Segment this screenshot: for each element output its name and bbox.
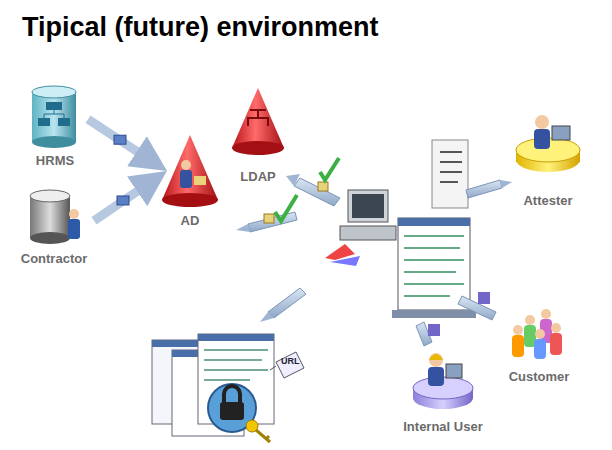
- node-label: Contractor: [21, 251, 87, 266]
- node-label: Internal User: [403, 419, 482, 434]
- node-label: LDAP: [240, 169, 275, 184]
- flow-arrow: [94, 181, 152, 221]
- icon-node: AD: [156, 130, 224, 228]
- icon-node: LDAP: [226, 84, 290, 184]
- icon-node: Internal User: [388, 348, 498, 434]
- diagram-title: Tipical (future) environment: [22, 12, 379, 43]
- icon-node: Contractor: [14, 188, 94, 266]
- data-card: [114, 135, 126, 144]
- node-label: Attester: [523, 193, 572, 208]
- url-tag-label: URL: [281, 356, 300, 366]
- icon-node: HRMS: [22, 84, 88, 168]
- flow-arrow: [88, 119, 152, 161]
- icon-node: Attester: [506, 108, 590, 208]
- node-label: AD: [181, 213, 200, 228]
- node-label: Customer: [509, 369, 570, 384]
- icon-node: Customer: [496, 306, 582, 384]
- node-label: HRMS: [36, 153, 74, 168]
- data-card: [117, 196, 129, 205]
